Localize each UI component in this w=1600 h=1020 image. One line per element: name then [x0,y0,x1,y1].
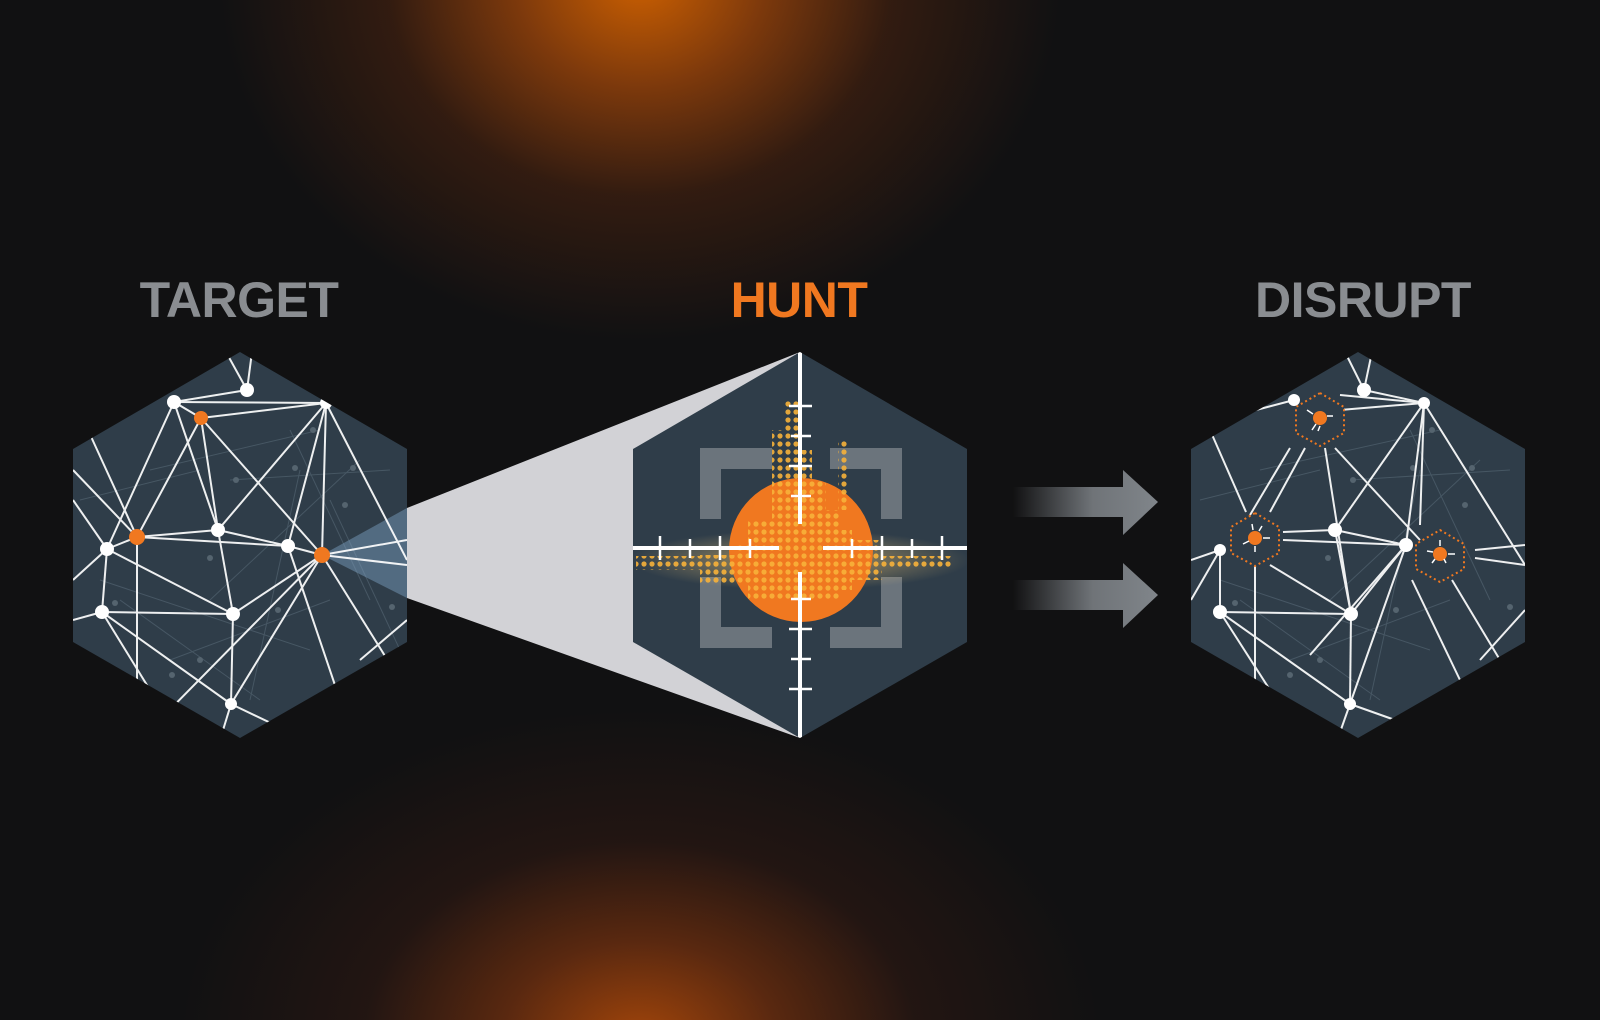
network-nodes-orange [129,411,330,563]
isolated-node [1230,511,1280,568]
stage-label-hunt: HUNT [730,272,868,328]
isolated-node [1295,391,1345,448]
isolated-node [1415,528,1465,584]
hunt-crosshair-hex [633,352,967,738]
arrow-right-icon [1013,470,1158,535]
arrow-right-icon [1013,563,1158,628]
stage-label-disrupt: DISRUPT [1255,272,1471,328]
network-nodes-white [95,383,332,710]
target-network-hex [73,352,407,738]
stage-label-target: TARGET [139,272,339,328]
disrupt-network-hex [1191,352,1525,738]
